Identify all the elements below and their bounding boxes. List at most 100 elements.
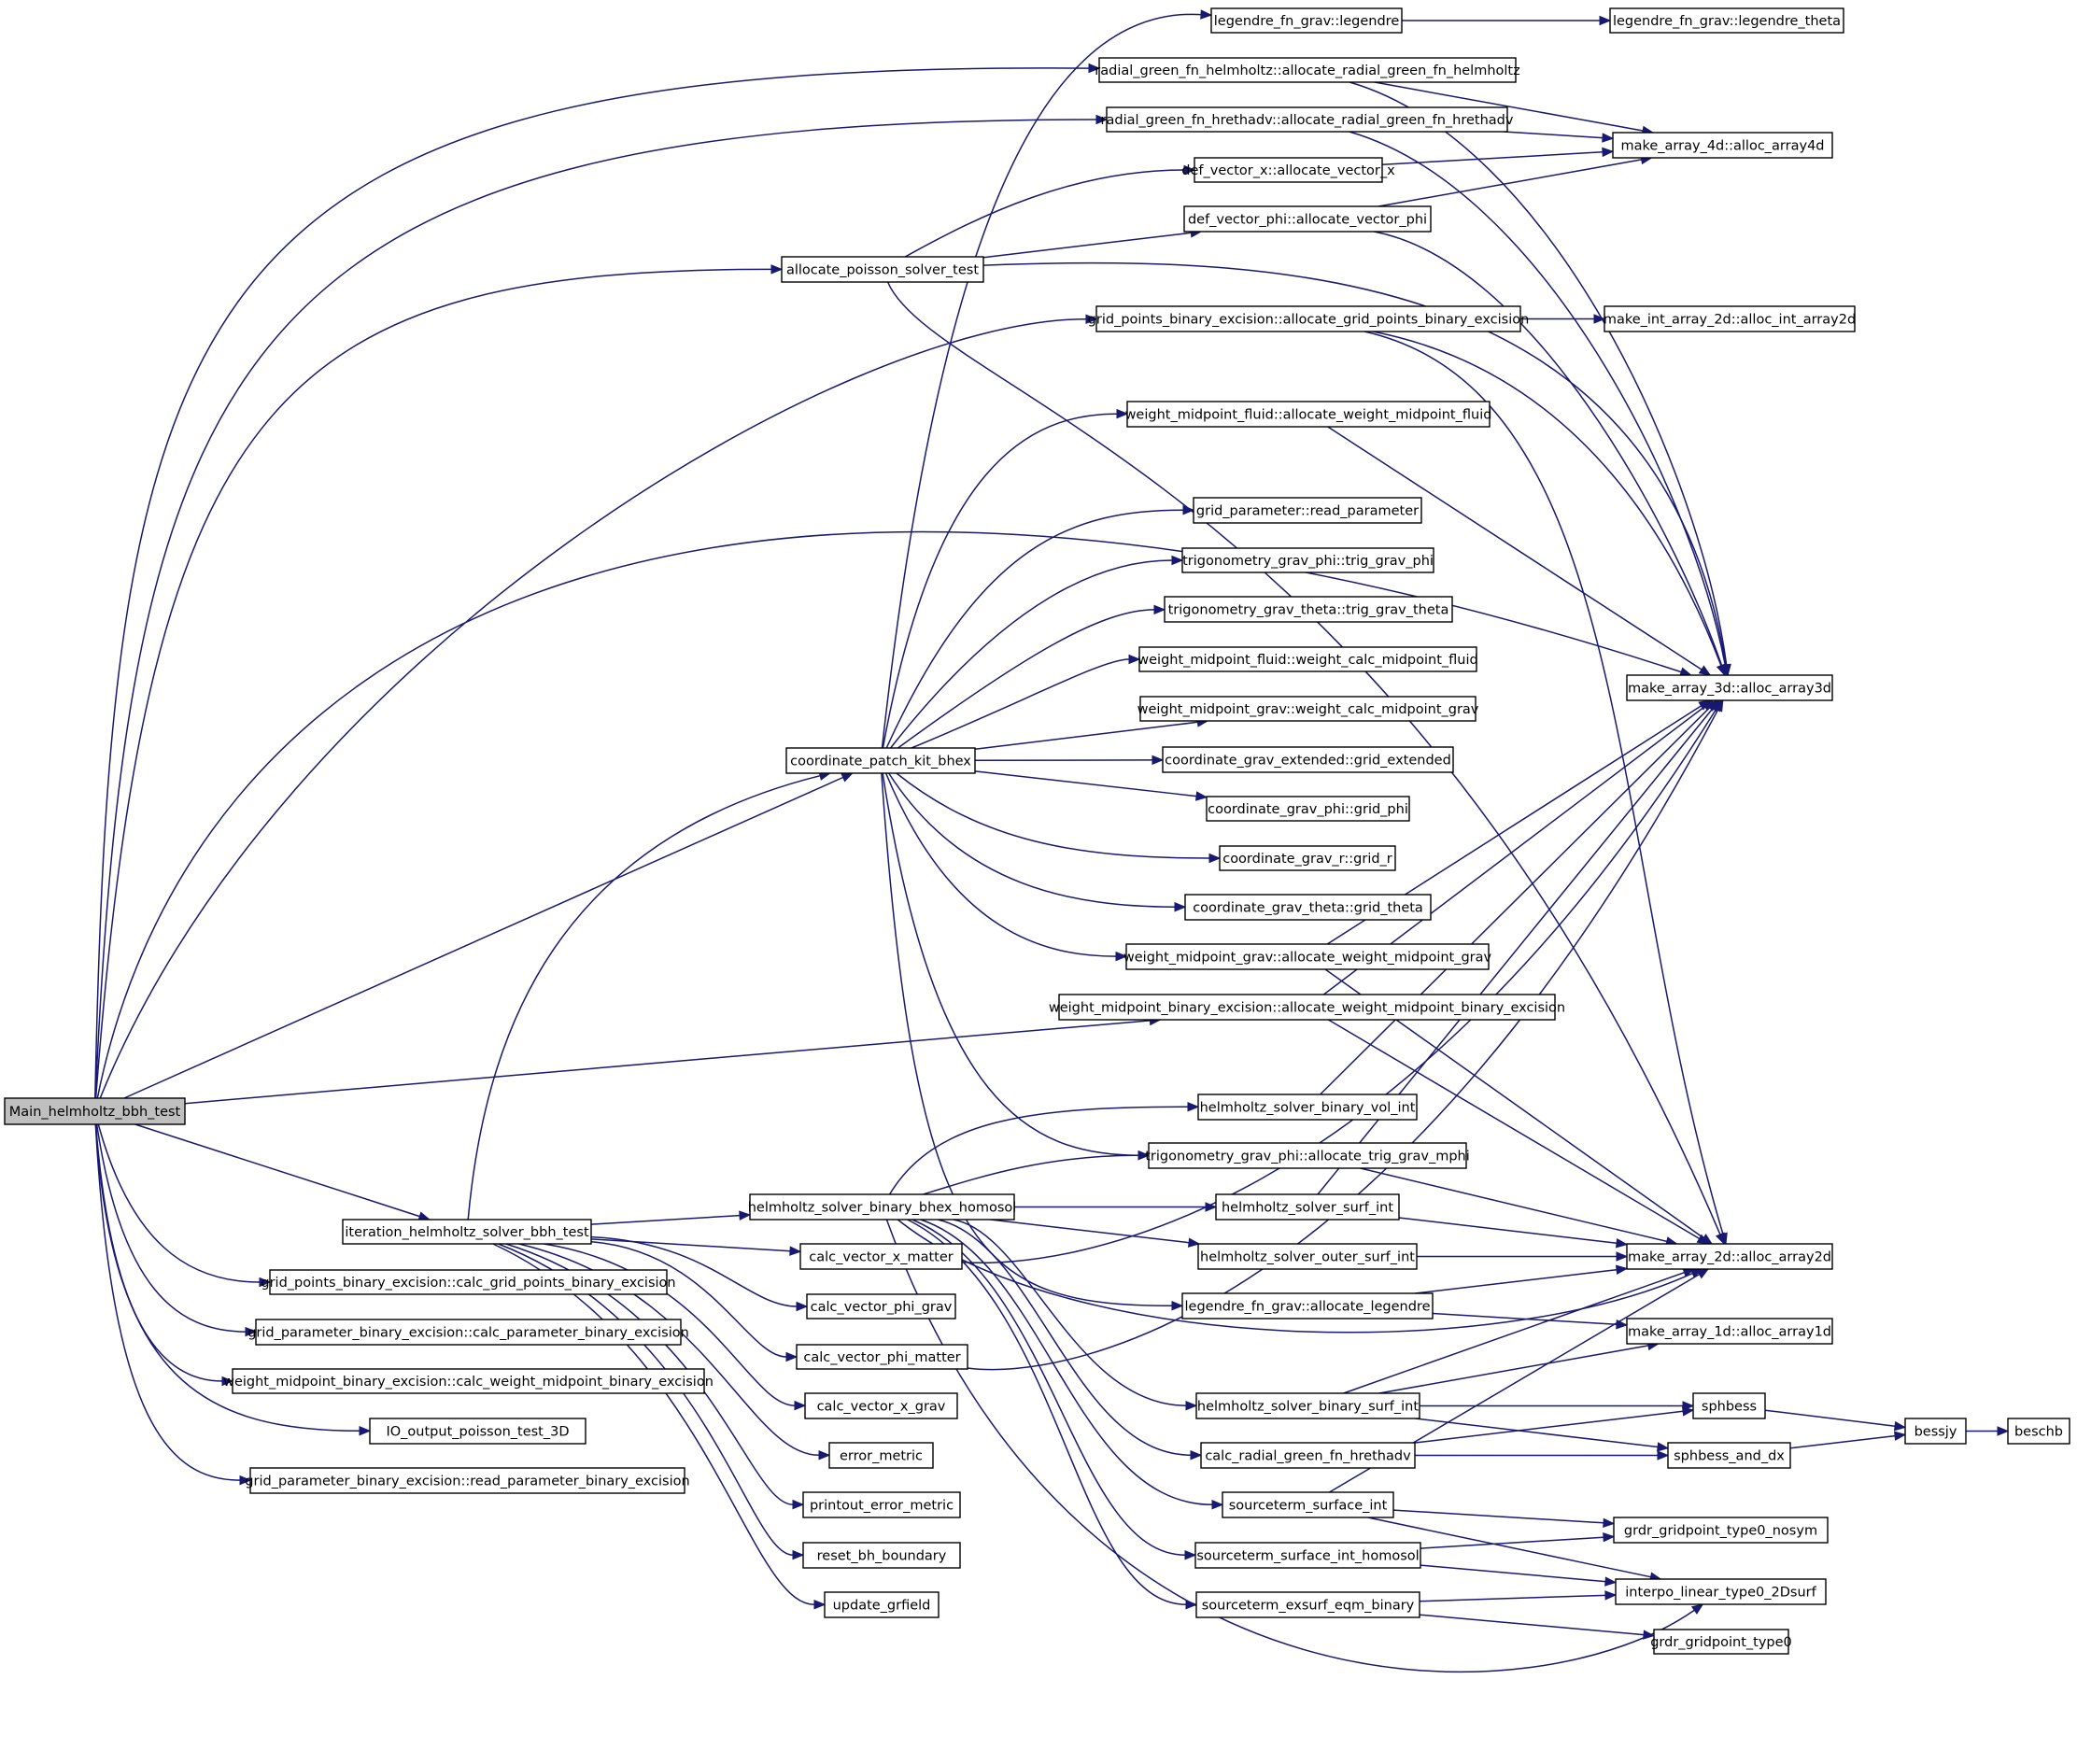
node-trig-phi[interactable]: trigonometry_grav_phi::trig_grav_phi xyxy=(1181,547,1434,573)
node-cvpg[interactable]: calc_vector_phi_grav xyxy=(806,1293,956,1319)
node-interpo[interactable]: interpo_linear_type0_2Dsurf xyxy=(1615,1578,1827,1605)
arrowhead xyxy=(1604,1576,1618,1587)
edge-hsbsi-to-alloc2d xyxy=(1343,1271,1685,1394)
node-wmf-calc[interactable]: weight_midpoint_fluid::weight_calc_midpo… xyxy=(1137,646,1478,672)
arrowhead xyxy=(1690,1603,1704,1615)
node-box xyxy=(781,256,984,283)
node-rg-helm[interactable]: radial_green_fn_helmholtz::allocate_radi… xyxy=(1095,57,1520,83)
node-vec-phi[interactable]: def_vector_phi::allocate_vector_phi xyxy=(1183,205,1432,233)
node-int2d[interactable]: make_int_array_2d::alloc_int_array2d xyxy=(1604,305,1856,332)
node-beschb[interactable]: beschb xyxy=(2007,1418,2070,1445)
arrowhead xyxy=(1698,665,1712,676)
edge-cpk-to-wmf_calc xyxy=(911,658,1130,749)
node-main[interactable]: Main_helmholtz_bbh_test xyxy=(4,1097,186,1125)
node-gp0[interactable]: grdr_gridpoint_type0 xyxy=(1650,1629,1792,1655)
node-gpbe-alloc[interactable]: grid_points_binary_excision::allocate_gr… xyxy=(1088,305,1530,332)
node-label: trigonometry_grav_phi::allocate_trig_gra… xyxy=(1145,1150,1470,1164)
node-label: weight_midpoint_grav::allocate_weight_mi… xyxy=(1123,951,1492,966)
node-wmbe-calc[interactable]: weight_midpoint_binary_excision::calc_we… xyxy=(223,1368,714,1394)
node-grid-theta[interactable]: coordinate_grav_theta::grid_theta xyxy=(1184,894,1432,921)
node-label: make_array_2d::alloc_array2d xyxy=(1628,1250,1831,1265)
node-cvxg[interactable]: calc_vector_x_grav xyxy=(804,1392,958,1419)
node-label: calc_vector_phi_matter xyxy=(803,1350,960,1365)
node-nosym[interactable]: grdr_gridpoint_type0_nosym xyxy=(1613,1517,1829,1544)
node-cvxm[interactable]: calc_vector_x_matter xyxy=(799,1243,963,1270)
node-leg-alloc[interactable]: legendre_fn_grav::allocate_legendre xyxy=(1181,1292,1434,1319)
arrowhead xyxy=(1602,133,1615,143)
node-hsosi[interactable]: helmholtz_solver_outer_surf_int xyxy=(1197,1243,1418,1270)
node-box xyxy=(1612,132,1833,159)
node-box xyxy=(1197,1243,1418,1270)
node-hsbvi[interactable]: helmholtz_solver_binary_vol_int xyxy=(1197,1094,1418,1121)
node-update-gr[interactable]: update_grfield xyxy=(824,1591,940,1618)
node-legendre-theta[interactable]: legendre_fn_grav::legendre_theta xyxy=(1609,7,1844,34)
node-gpbe-read[interactable]: grid_parameter_binary_excision::read_par… xyxy=(245,1467,690,1494)
edge-rg_helm-to-alloc3d xyxy=(1349,81,1728,666)
node-cpk[interactable]: coordinate_patch_kit_bhex xyxy=(785,747,976,774)
node-alloc4d[interactable]: make_array_4d::alloc_array4d xyxy=(1612,132,1833,159)
node-bessjy[interactable]: bessjy xyxy=(1904,1418,1967,1445)
node-label: weight_midpoint_fluid::allocate_weight_m… xyxy=(1125,408,1492,423)
edge-cpk-to-wmg_alloc xyxy=(884,772,1117,957)
node-label: sourceterm_exsurf_eqm_binary xyxy=(1202,1599,1415,1614)
node-grid-phi[interactable]: coordinate_grav_phi::grid_phi xyxy=(1206,796,1410,822)
node-box xyxy=(1206,796,1410,822)
node-box xyxy=(1667,1442,1791,1469)
node-cvpm[interactable]: calc_vector_phi_matter xyxy=(796,1344,968,1370)
node-alloc3d[interactable]: make_array_3d::alloc_array3d xyxy=(1626,674,1833,701)
node-io-out[interactable]: IO_output_poisson_test_3D xyxy=(369,1418,586,1445)
arrowhead xyxy=(1717,1232,1728,1246)
arrowhead xyxy=(1115,951,1128,962)
node-reset-bh[interactable]: reset_bh_boundary xyxy=(802,1542,961,1569)
node-ihs[interactable]: iteration_helmholtz_solver_bbh_test xyxy=(342,1219,592,1245)
node-box xyxy=(1615,1578,1827,1605)
node-box xyxy=(802,1542,961,1569)
node-trig-mphi[interactable]: trigonometry_grav_phi::allocate_trig_gra… xyxy=(1145,1142,1470,1169)
node-wmf-alloc[interactable]: weight_midpoint_fluid::allocate_weight_m… xyxy=(1125,401,1492,428)
node-ssih[interactable]: sourceterm_surface_int_homosol xyxy=(1194,1542,1421,1569)
node-alloc1d[interactable]: make_array_1d::alloc_array1d xyxy=(1626,1318,1833,1345)
node-err-metric[interactable]: error_metric xyxy=(828,1442,934,1469)
node-trig-theta[interactable]: trigonometry_grav_theta::trig_grav_theta xyxy=(1164,596,1453,623)
arrowhead xyxy=(1893,1431,1907,1441)
arrowhead xyxy=(1152,755,1165,766)
node-alloc2d[interactable]: make_array_2d::alloc_array2d xyxy=(1626,1243,1833,1270)
node-seeb[interactable]: sourceterm_exsurf_eqm_binary xyxy=(1195,1591,1420,1618)
node-hsbsi[interactable]: helmholtz_solver_binary_surf_int xyxy=(1195,1392,1420,1419)
node-print-err[interactable]: printout_error_metric xyxy=(802,1491,961,1518)
node-hsbbh[interactable]: helmholtz_solver_binary_bhex_homosol xyxy=(748,1193,1017,1221)
node-label: calc_vector_phi_grav xyxy=(811,1300,953,1315)
node-box xyxy=(1106,106,1508,133)
node-gpbe-calc[interactable]: grid_points_binary_excision::calc_grid_p… xyxy=(261,1269,676,1295)
edge-aps-to-vec_x xyxy=(904,169,1185,258)
node-sphbess[interactable]: sphbess xyxy=(1692,1392,1766,1419)
node-box xyxy=(1653,1629,1789,1655)
node-hssi[interactable]: helmholtz_solver_surf_int xyxy=(1215,1193,1400,1221)
node-box xyxy=(255,1319,682,1346)
arrowhead xyxy=(1602,147,1615,158)
node-grid-r[interactable]: coordinate_grav_r::grid_r xyxy=(1219,845,1396,871)
node-ssi[interactable]: sourceterm_surface_int xyxy=(1222,1491,1394,1518)
node-grid-ext[interactable]: coordinate_grav_extended::grid_extended xyxy=(1162,746,1454,773)
node-legendre[interactable]: legendre_fn_grav::legendre xyxy=(1210,7,1403,34)
node-label: helmholtz_solver_outer_surf_int xyxy=(1200,1250,1415,1265)
node-label: grid_points_binary_excision::calc_grid_p… xyxy=(261,1276,675,1291)
node-label: legendre_fn_grav::legendre_theta xyxy=(1613,14,1841,29)
node-wmg-alloc[interactable]: weight_midpoint_grav::allocate_weight_mi… xyxy=(1123,943,1492,970)
node-label: helmholtz_solver_binary_vol_int xyxy=(1200,1101,1416,1116)
node-wmg-calc[interactable]: weight_midpoint_grav::weight_calc_midpoi… xyxy=(1137,696,1479,722)
node-read-param[interactable]: grid_parameter::read_parameter xyxy=(1193,497,1422,524)
node-sphbess-dx[interactable]: sphbess_and_dx xyxy=(1667,1442,1791,1469)
node-crg[interactable]: calc_radial_green_fn_hrethadv xyxy=(1200,1442,1416,1469)
node-box xyxy=(1215,1193,1400,1221)
node-aps[interactable]: allocate_poisson_solver_test xyxy=(781,256,984,283)
node-wmbe-alloc[interactable]: weight_midpoint_binary_excision::allocat… xyxy=(1049,994,1565,1021)
node-vec-x[interactable]: def_vector_x::allocate_vector_x xyxy=(1181,157,1395,183)
node-rg-hret[interactable]: radial_green_fn_hrethadv::allocate_radia… xyxy=(1101,106,1514,133)
node-gpmbe-calc[interactable]: grid_parameter_binary_excision::calc_par… xyxy=(247,1319,689,1346)
edge-ssih-to-nosym xyxy=(1420,1536,1604,1549)
arrowhead xyxy=(789,1246,802,1256)
node-box xyxy=(1138,646,1477,672)
arrowhead xyxy=(1615,1238,1629,1249)
edge-seeb-to-interpo xyxy=(1419,1594,1606,1602)
